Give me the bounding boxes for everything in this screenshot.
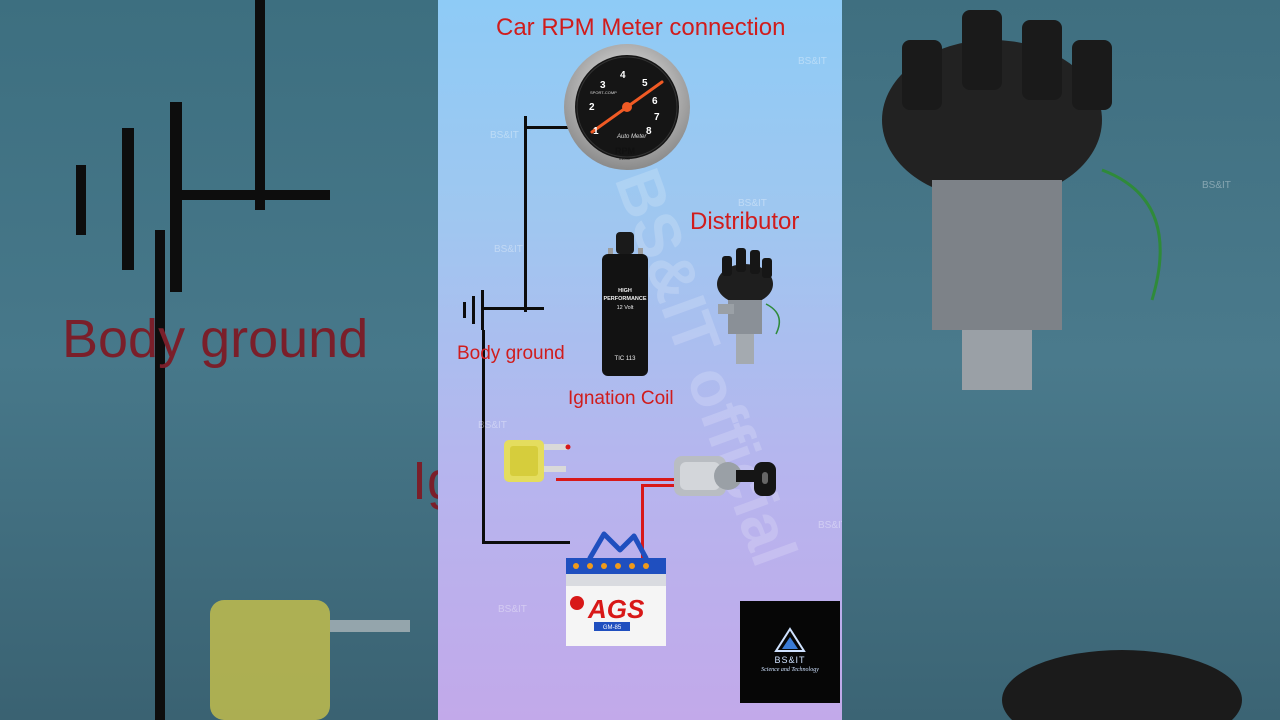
gauge-tick-8: 8 — [646, 126, 652, 137]
diagram-title: Car RPM Meter connection — [496, 14, 786, 41]
battery-image: AGS GM-85 — [566, 531, 666, 646]
panel-watermark-4: BS&IT — [494, 244, 523, 255]
gauge-tick-6: 6 — [652, 96, 658, 107]
background-watermark: BS&IT — [1202, 180, 1231, 191]
battery-brand: AGS — [587, 594, 645, 624]
background-distributor-image — [882, 10, 1242, 720]
coil-text-line1: HIGH — [618, 288, 632, 294]
ground-wire-vertical-top — [524, 116, 527, 312]
distributor-label: Distributor — [690, 208, 800, 235]
panel-watermark-2: BS&IT — [798, 56, 827, 67]
gauge-brand-label: Auto Meter — [616, 134, 647, 140]
ground-symbol-wire — [489, 307, 544, 310]
gauge-multiplier-label: x1000 — [619, 156, 631, 161]
gauge-model-label: SPORT-COMP — [590, 90, 617, 95]
fuse-to-switch-wire — [556, 478, 676, 481]
fuse-image — [504, 440, 571, 482]
switch-to-battery-wire — [641, 484, 644, 558]
coil-model-label: TIC 113 — [615, 356, 637, 362]
diagram-panel: BS&IT official Car RPM Meter connection … — [438, 0, 842, 720]
panel-watermark-6: BS&IT — [818, 520, 842, 531]
gauge-tick-7: 7 — [654, 112, 660, 123]
logo-tagline: Science and Technology — [761, 667, 819, 673]
gauge-tick-5: 5 — [642, 78, 648, 89]
gauge-tick-2: 2 — [589, 102, 595, 113]
gauge-tick-4: 4 — [620, 70, 626, 81]
panel-watermark-7: BS&IT — [498, 604, 527, 615]
panel-watermark-5: BS&IT — [478, 420, 507, 431]
ignition-coil-label: Ignation Coil — [568, 388, 674, 409]
gauge-tick-3: 3 — [600, 80, 606, 91]
logo-triangle-icon — [774, 627, 806, 652]
coil-text-line3: 12 Volt — [617, 305, 634, 311]
background-body-ground-label: Body ground — [62, 309, 369, 369]
distributor-image — [717, 248, 781, 364]
battery-ground-wire — [482, 541, 570, 544]
body-ground-label: Body ground — [457, 343, 565, 364]
switch-wire-horizontal — [641, 484, 677, 487]
panel-watermark-3: BS&IT — [738, 198, 767, 209]
background-left: Body ground Ig — [0, 0, 438, 720]
background-ground-symbol — [76, 0, 410, 720]
rpm-meter-gauge: Auto Meter SPORT-COMP RPM x1000 1 2 3 4 … — [564, 44, 690, 170]
battery-model: GM-85 — [603, 625, 622, 631]
ground-wire-vertical-bottom — [482, 330, 485, 544]
gauge-tick-1: 1 — [593, 126, 599, 137]
logo-brand-name: BS&IT — [774, 655, 806, 665]
panel-watermark-1: BS&IT — [490, 130, 519, 141]
gauge-unit-label: RPM — [615, 146, 635, 156]
background-right: BS&IT — [842, 0, 1280, 720]
ground-symbol-icon — [463, 290, 495, 330]
rpm-ground-wire — [524, 126, 578, 129]
coil-text-line2: PERFORMANCE — [603, 296, 646, 302]
background-ignition-label-fragment: Ig — [412, 451, 438, 511]
brand-logo: BS&IT Science and Technology — [740, 601, 840, 703]
ignition-switch-image — [674, 456, 776, 496]
ignition-coil-image: HIGH PERFORMANCE 12 Volt TIC 113 — [602, 232, 648, 376]
